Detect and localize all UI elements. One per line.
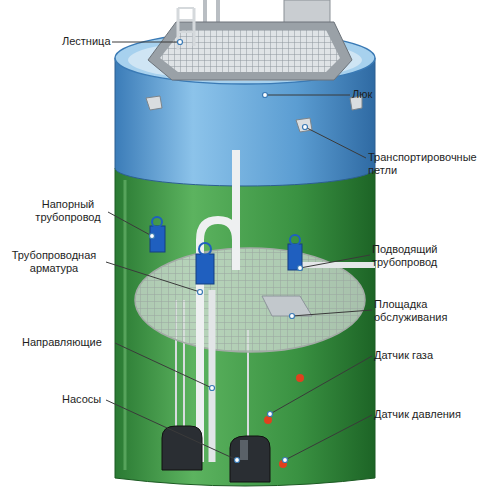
leader-line [108,212,152,236]
leader-line [112,42,180,43]
tank-body [115,168,375,486]
part-label: Подводящий трубопровод [372,243,472,269]
transport-lug [296,118,312,132]
pressure-pipe [209,290,216,462]
valve [150,226,165,252]
part-label: Трубопроводная арматура [2,249,106,275]
leader-dot [290,314,295,319]
valve-wheel [152,217,162,227]
leader-dots [150,40,308,463]
part-label: Датчик газа [374,349,433,362]
leader-line [292,310,372,316]
valve [196,254,214,284]
tank-highlight [124,180,127,470]
part-label: Направляющие [22,336,102,349]
transport-lug [146,96,162,110]
leader-line [265,95,350,96]
leader-line [285,415,372,460]
ladder-rail [193,8,196,46]
part-label: Напорный трубопровод [28,198,108,224]
platform-step [262,296,312,316]
gas-sensor [264,416,272,424]
pump-highlight [240,440,248,460]
leader-dot [210,386,215,391]
sensor [296,374,304,382]
leader-line [106,400,237,460]
leader-line [115,343,212,388]
leader-dot [178,40,183,45]
valve-wheel [290,235,300,245]
leader-dot [268,412,273,417]
leader-dot [235,458,240,463]
leader-dot [283,458,288,463]
leader-line [305,127,366,158]
valve-wheel [199,243,211,255]
hatch-grating [160,30,340,72]
valve [288,244,302,270]
leader-dot [303,125,308,130]
ladder-rung [178,8,194,32]
inlet-pipe [298,262,375,268]
part-label: Насосы [62,393,101,406]
leader-dot [298,266,303,271]
part-label: Лестница [62,35,111,48]
pressure-pipe [232,150,240,270]
leader-dot [150,234,155,239]
leader-dot [198,290,203,295]
part-label: Транспортировочные петли [368,151,488,177]
part-label: Люк [352,88,372,101]
leader-line [270,356,372,414]
leader-line [300,255,370,268]
part-label: Датчик давления [374,408,461,421]
leader-dot [263,93,268,98]
pump [162,426,202,470]
part-label: Площадка обслуживания [374,298,484,324]
leader-lines [106,42,372,460]
leader-line [106,262,200,292]
pump [230,436,270,482]
